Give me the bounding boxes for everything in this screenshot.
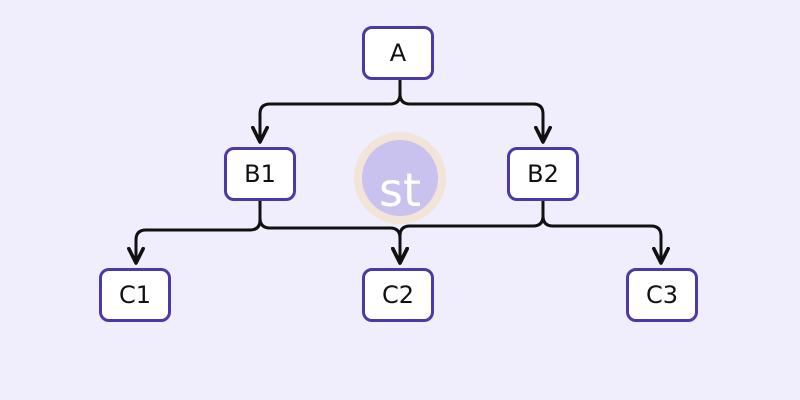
- node-c3: C3: [626, 268, 698, 322]
- watermark-logo: st: [354, 132, 446, 224]
- node-b2: B2: [507, 147, 579, 201]
- node-c2: C2: [362, 268, 434, 322]
- node-a: A: [362, 26, 434, 80]
- edge-a-to-b1: [251, 78, 402, 144]
- node-b1: B1: [224, 147, 296, 201]
- edge-b1-to-c1: [127, 199, 262, 265]
- edge-b2-to-c3: [541, 199, 670, 265]
- edge-a-to-b2: [398, 78, 552, 144]
- watermark-text: st: [379, 163, 421, 217]
- node-c1: C1: [99, 268, 171, 322]
